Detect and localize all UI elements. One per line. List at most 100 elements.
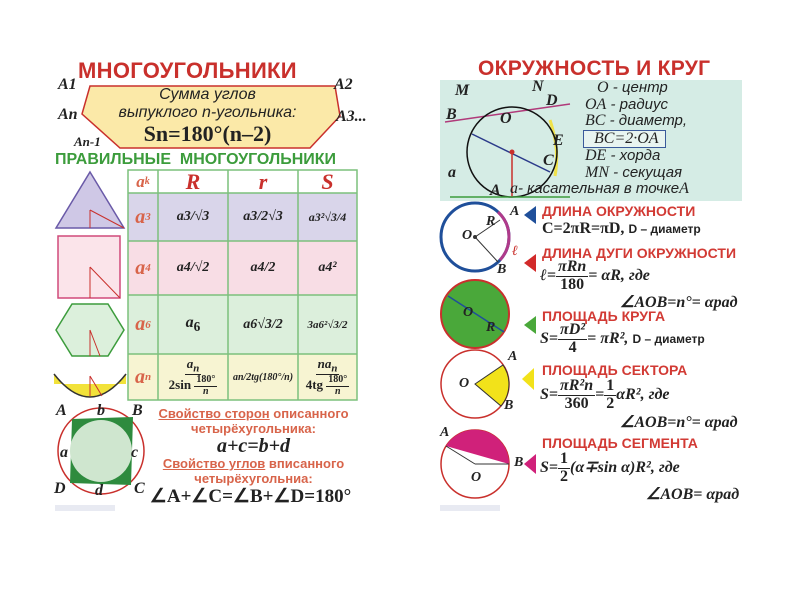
magenta-marker [524,454,536,474]
diagram-label-O: O [500,110,512,127]
section-segment-heading: ПЛОЩАДЬ СЕГМЕНТА [542,435,698,451]
fig-label: O [471,470,482,485]
section-segment-angle: ∠AOB= αрад [646,486,740,503]
quad-label-A: A [56,402,67,419]
section-arc-angle: ∠AOB=n°= αрад [620,294,738,311]
green-marker [524,316,536,334]
section-area-heading: ПЛОЩАДЬ КРУГА [542,308,666,324]
fig-label: A [510,204,520,219]
circle-formula-figures [439,201,536,499]
cell-a3-r: a3/2√3 [243,209,283,224]
property-angles-title: Свойство углов вписанного [162,456,345,471]
red-marker [524,254,536,272]
section-circumference-heading: ДЛИНА ОКРУЖНОСТИ [542,203,696,219]
vertex-label: A2 [334,76,353,93]
diagram-label-B: B [446,106,457,123]
definition-center: O - центр [597,79,668,96]
diagram-label-A: A [490,182,501,199]
circle-elements-diagram [444,103,571,198]
fig-label: ℓ [512,244,518,259]
yellow-marker [522,368,534,390]
polygon-sum-shape [81,85,341,149]
vertex-label: A1 [58,76,77,93]
header-S: S [321,168,334,194]
quad-label-c: c [131,444,139,461]
definition-tangent: a- касательная в точкеA [510,180,689,197]
vertex-label: A3... [336,108,367,125]
ngon-figure [53,373,127,398]
publisher-logo [55,505,115,511]
header-R: R [185,168,201,194]
quad-label-d: d [95,482,103,499]
sum-box-line2: выпуклого n-угольника: [118,104,297,121]
publisher-logo [440,505,500,511]
property-angles-subtitle: четырёхугольниа: [194,471,313,486]
diagram-label-D: D [546,92,558,109]
property-sides-formula: a+c=b+d [216,435,291,457]
fig-label: A [508,349,518,364]
definition-radius: OA - радиус [585,95,668,113]
table-grid [127,169,358,401]
definition-secant: MN - секущая [585,163,683,181]
fig-label: O [459,376,470,391]
fig-label: R [486,320,496,335]
property-sides-subtitle: четырёхугольника: [191,421,316,436]
blue-marker [524,206,536,224]
vertex-label: An-1 [74,134,101,149]
cell-a3-R: a3/√3 [176,209,210,224]
cell-a6-r: a6√3/2 [243,316,283,332]
quad-label-b: b [97,402,105,419]
fig-label: B [514,455,524,470]
definitions-list: O - центр OA - радиус BC - диаметр, BC=2… [510,79,689,198]
regular-polygons-title: ПРАВИЛЬНЫЕ МНОГОУГОЛЬНИКИ [55,151,337,168]
cell-a4-R: a4/√2 [176,260,210,275]
vertex-label: An [58,106,78,123]
diagram-label-C: C [543,152,554,169]
fig-label: B [504,398,514,413]
right-title: ОКРУЖНОСТЬ И КРУГ [478,57,711,80]
quad-label-B: B [132,402,143,419]
left-title: МНОГОУГОЛЬНИКИ [78,58,297,83]
quad-label-a: a [60,444,68,461]
header-r: r [258,168,268,194]
definition-chord: DE - хорда [585,147,661,164]
property-sides-title: Свойство сторон описанного [158,406,349,421]
cell-a6-R: a6 [185,313,201,335]
cell-a4-S: a4² [318,260,337,275]
cell-an-r: an/2tg(180°/n) [232,371,294,383]
property-angles-formula: ∠A+∠C=∠B+∠D=180° [149,486,352,507]
section-arc-heading: ДЛИНА ДУГИ ОКРУЖНОСТИ [542,245,737,261]
cell-a3-S: a3²√3/4 [308,209,347,224]
section-sector-angle: ∠AOB=n°= αрад [620,414,738,431]
quad-label-C: C [134,480,145,497]
sum-box-line1: Сумма углов [159,86,256,103]
definition-diameter-formula: BC=2·OA [583,129,666,148]
cell-a6-S: 3a6²√3/2 [307,318,348,331]
diagram-label-a: a [448,164,456,181]
diagram-label-N: N [532,78,544,95]
section-sector-heading: ПЛОЩАДЬ СЕКТОРА [542,362,688,378]
diagram-label-E: E [553,132,564,149]
polygon-figures [53,170,127,398]
fig-label: B [497,262,507,277]
fig-label: O [463,305,474,320]
inscribed-circumscribed-quad-figure [57,407,145,495]
cell-a4-r: a4/2 [250,260,276,275]
section-circumference-formula: C=2πR=πD, D – диаметр [542,220,701,237]
fig-label: O [462,228,473,243]
fig-label: R [486,214,496,229]
sum-formula: Sn=180°(n–2) [143,121,272,146]
definition-diameter: BC - диаметр, [585,112,688,129]
diagram-label-M: M [455,82,470,99]
